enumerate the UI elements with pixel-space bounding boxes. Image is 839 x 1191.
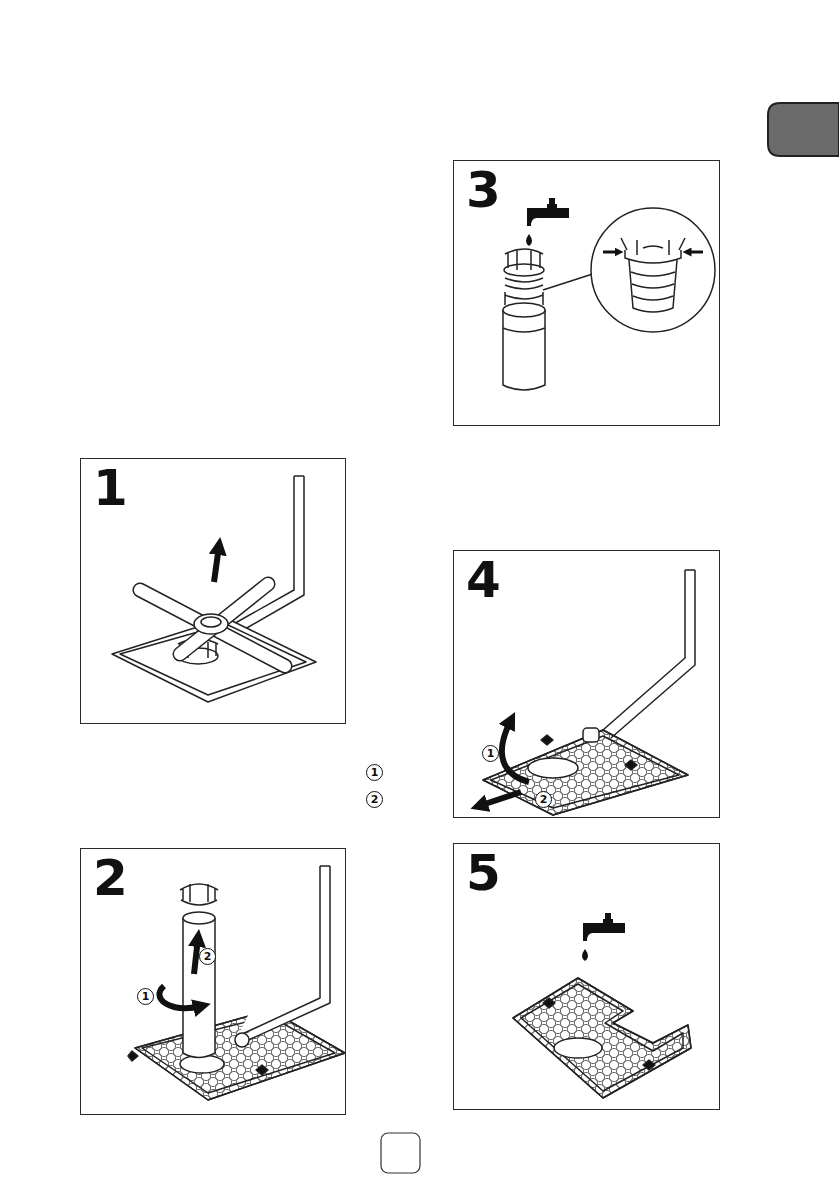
- callout-number: 1: [371, 767, 379, 778]
- callout-circle: 1: [482, 745, 499, 762]
- step-number: 4: [466, 555, 501, 605]
- step-number: 3: [466, 165, 501, 215]
- callout-number: 1: [487, 748, 495, 759]
- callout-circle: 1: [137, 988, 154, 1005]
- callout-circle: 2: [535, 791, 552, 808]
- callout-number: 1: [142, 991, 150, 1002]
- callout-number: 2: [204, 951, 212, 962]
- step-panel: 1: [80, 458, 346, 724]
- step-panel: 3: [453, 160, 720, 426]
- step-number: 1: [93, 463, 128, 513]
- callout-number: 2: [540, 794, 548, 805]
- step-panel: 5: [453, 843, 720, 1110]
- callout-circle: 1: [366, 764, 383, 781]
- callout-circle: 2: [366, 791, 383, 808]
- step-number: 2: [93, 853, 128, 903]
- callout-number: 2: [371, 794, 379, 805]
- step-number: 5: [466, 848, 501, 898]
- callout-circle: 2: [199, 948, 216, 965]
- step-panel: 4: [453, 550, 720, 818]
- step-panel: 2: [80, 848, 346, 1115]
